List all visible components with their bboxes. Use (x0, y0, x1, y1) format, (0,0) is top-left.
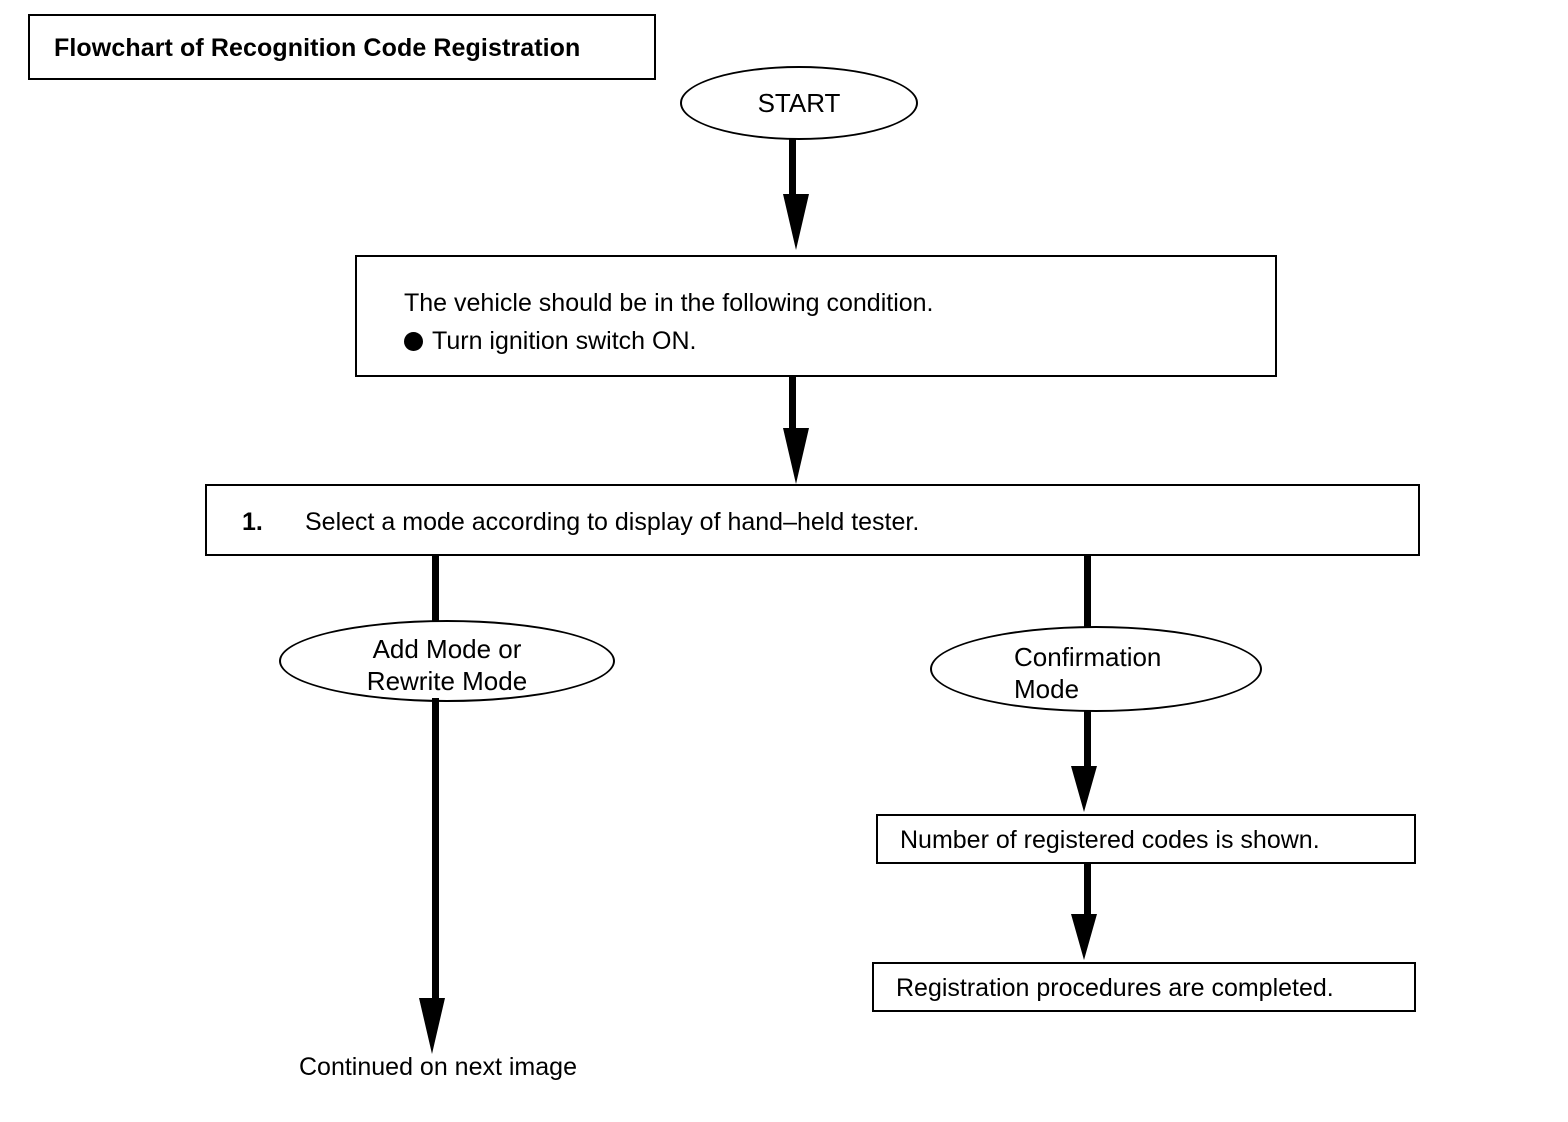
branch-add-rewrite-mode: Add Mode or Rewrite Mode (279, 620, 615, 702)
result-box-registered-codes-text: Number of registered codes is shown. (900, 826, 1320, 854)
branch-add-rewrite-mode-label: Add Mode or Rewrite Mode (366, 634, 528, 696)
branch-confirmation-mode-label: Confirmation Mode (1014, 642, 1162, 704)
connector-step-to-right-branch (1084, 556, 1091, 628)
page-title: Flowchart of Recognition Code Registrati… (54, 34, 581, 62)
step-1-box: 1. Select a mode according to display of… (205, 484, 1420, 556)
result-box-registered-codes: Number of registered codes is shown. (876, 814, 1416, 864)
continuation-label: Continued on next image (299, 1053, 577, 1081)
connector-left-branch-to-continuation (432, 698, 439, 1003)
condition-line-1: The vehicle should be in the following c… (404, 289, 934, 317)
connector-confirmation-to-result-1 (1084, 710, 1091, 768)
arrowhead-start-to-condition (783, 194, 809, 250)
arrowhead-confirmation-to-result-1 (1071, 766, 1097, 812)
step-1-text: Select a mode according to display of ha… (305, 508, 920, 536)
arrowhead-condition-to-step (783, 428, 809, 484)
start-terminator: START (680, 66, 918, 140)
connector-step-to-left-branch (432, 556, 439, 626)
arrowhead-left-branch-to-continuation (419, 998, 445, 1054)
result-box-registration-completed: Registration procedures are completed. (872, 962, 1416, 1012)
connector-result-1-to-result-2 (1084, 864, 1091, 920)
connector-condition-to-step (789, 377, 796, 433)
condition-line-2: Turn ignition switch ON. (432, 327, 697, 355)
branch-confirmation-mode: Confirmation Mode (930, 626, 1262, 712)
result-box-registration-completed-text: Registration procedures are completed. (896, 974, 1334, 1002)
arrowhead-result-1-to-result-2 (1071, 914, 1097, 960)
filled-circle-bullet-icon (404, 332, 423, 351)
start-label: START (757, 88, 841, 118)
diagram-title-box: Flowchart of Recognition Code Registrati… (28, 14, 656, 80)
condition-box: The vehicle should be in the following c… (355, 255, 1277, 377)
step-1-number: 1. (242, 508, 263, 536)
connector-start-to-condition (789, 139, 796, 195)
